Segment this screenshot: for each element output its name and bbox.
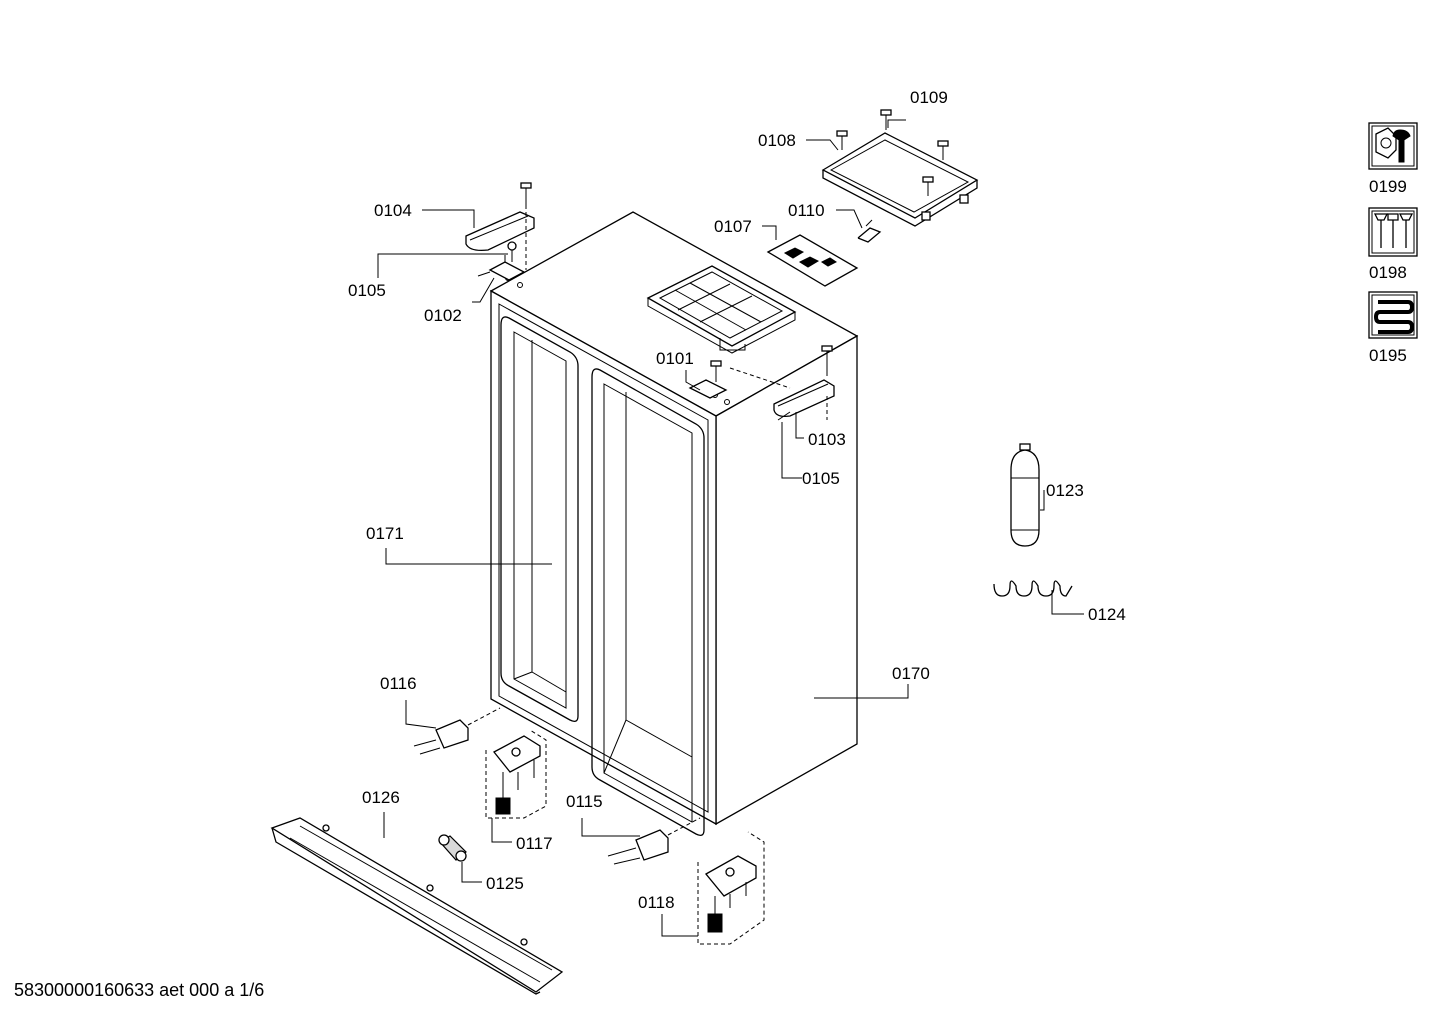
label-0125: 0125 xyxy=(486,874,524,893)
leader-lines xyxy=(377,119,1084,937)
label-0171: 0171 xyxy=(366,524,404,543)
screws-icon xyxy=(1368,207,1418,257)
hinge-cover-part-0103 xyxy=(773,345,835,421)
foot-assembly-0118 xyxy=(697,831,765,945)
label-0170: 0170 xyxy=(892,664,930,683)
tubing-icon xyxy=(1368,291,1418,339)
label-0116: 0116 xyxy=(380,674,417,693)
label-0126: 0126 xyxy=(362,788,400,807)
foot-assembly-0117 xyxy=(485,729,547,819)
label-0118: 0118 xyxy=(638,893,675,912)
label-0101: 0101 xyxy=(656,349,694,368)
document-id: 58300000160633 aet 000 a 1/6 xyxy=(14,980,265,1000)
plate-part-0107 xyxy=(766,234,859,287)
connector-part-0125 xyxy=(438,834,467,862)
label-0109: 0109 xyxy=(910,88,948,107)
bracket-part-0115 xyxy=(607,817,701,865)
screw-icon xyxy=(836,109,949,196)
label-0102: 0102 xyxy=(424,306,462,325)
label-0110: 0110 xyxy=(788,201,825,220)
legend-label-0198: 0198 xyxy=(1369,263,1407,282)
label-0123: 0123 xyxy=(1046,481,1084,500)
label-0108: 0108 xyxy=(758,131,796,150)
bracket-part-0110 xyxy=(857,219,882,243)
label-0117: 0117 xyxy=(516,834,553,853)
base-rail-part-0126 xyxy=(270,817,564,995)
label-0104: 0104 xyxy=(374,201,412,220)
part-labels: 0109 0108 0110 0107 0104 0105 0102 0101 … xyxy=(348,88,1126,912)
label-0105-top: 0105 xyxy=(348,281,386,300)
hinge-part-0102 xyxy=(477,241,526,281)
label-0105-mid: 0105 xyxy=(802,469,840,488)
legend-label-0195: 0195 xyxy=(1369,346,1407,365)
label-0107: 0107 xyxy=(714,217,752,236)
top-frame-part xyxy=(646,265,797,354)
tools-icon xyxy=(1368,122,1418,170)
bracket-part-0116 xyxy=(413,707,501,755)
coil-part-0124 xyxy=(993,580,1073,597)
legend-label-0199: 0199 xyxy=(1369,177,1407,196)
water-filter-part-0123 xyxy=(1010,443,1040,547)
hinge-part-0101 xyxy=(688,360,791,399)
label-0115: 0115 xyxy=(566,792,603,811)
label-0124: 0124 xyxy=(1088,605,1126,624)
legend: 0199 0198 0195 xyxy=(1368,122,1418,365)
hinge-cover-part-0104 xyxy=(465,182,535,270)
cover-part-0108 xyxy=(821,109,979,227)
label-0103: 0103 xyxy=(808,430,846,449)
cabinet-housing xyxy=(489,211,859,836)
